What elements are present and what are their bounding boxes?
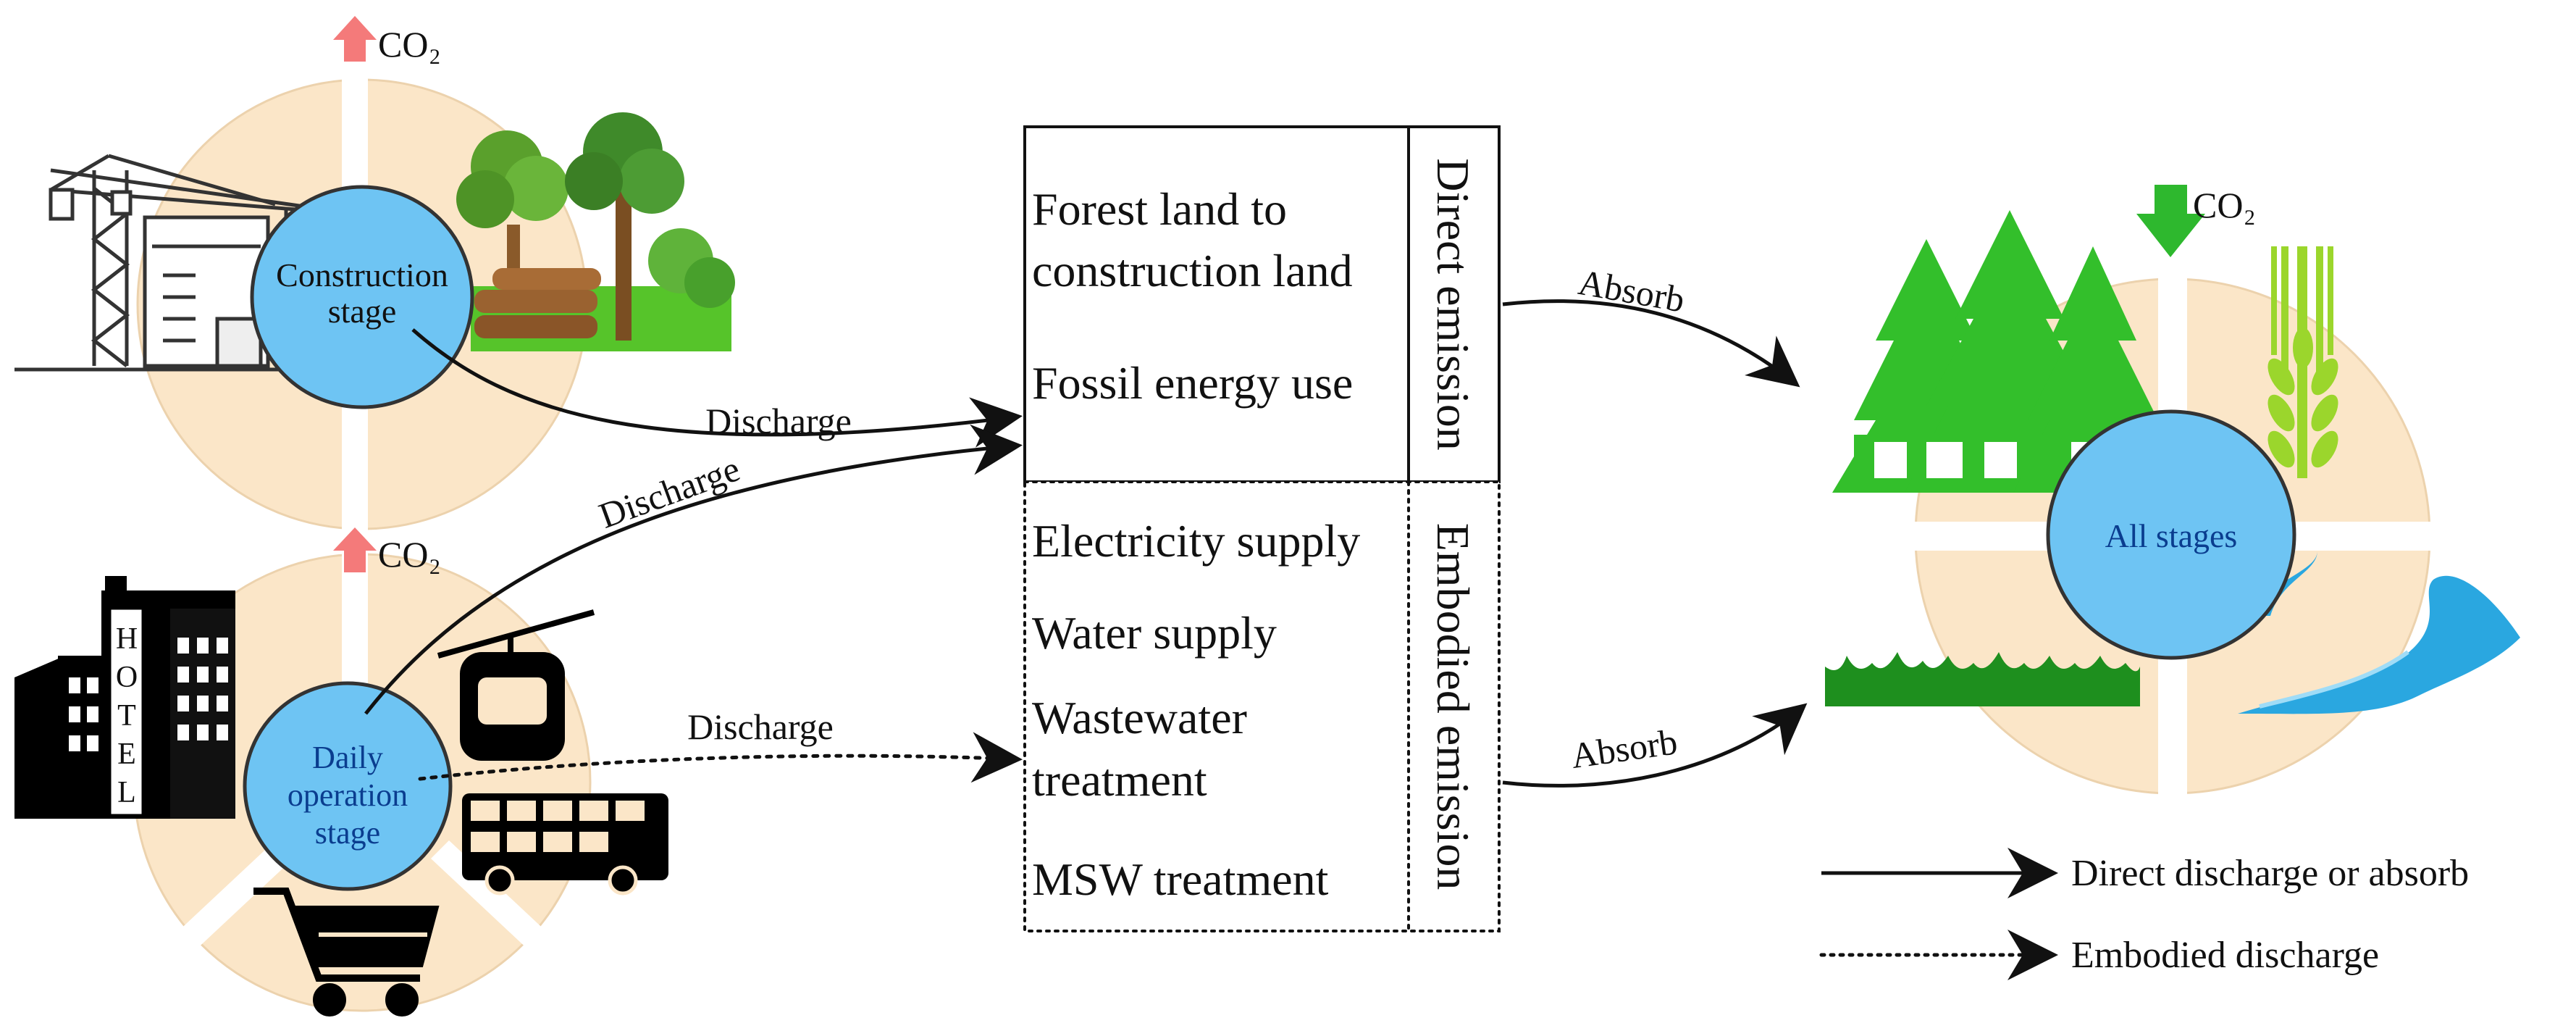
construction-stage-circle	[250, 185, 474, 409]
co2-up-arrow-icon	[333, 16, 377, 62]
hotel-letter-h: H	[116, 622, 138, 656]
bus-icon	[462, 793, 668, 896]
direct-item-1-line-1: Forest land to	[1032, 183, 1287, 235]
hotel-letter-t: T	[117, 699, 136, 732]
deforestation-icon	[456, 112, 735, 351]
construction-co2-label: CO₂	[378, 24, 441, 64]
legend-embodied-label: Embodied discharge	[2071, 935, 2379, 976]
direct-item-2: Fossil energy use	[1032, 357, 1353, 409]
embodied-emission-box: Electricity supply Water supply Wastewat…	[1023, 480, 1501, 932]
construction-stage-label-2: stage	[328, 293, 397, 330]
construction-discharge-arrow	[411, 328, 1023, 448]
co2-up-arrow-icon	[333, 527, 377, 572]
operation-co2-label: CO₂	[378, 534, 441, 575]
operation-stage-group: CO₂ H O T E L	[14, 527, 668, 1017]
absorb-label-2: Absorb	[1569, 721, 1680, 776]
all-stages-group: CO₂	[1825, 185, 2520, 801]
forest-icon	[1832, 210, 2173, 493]
all-stages-label: All stages	[2105, 517, 2238, 554]
operation-stage-label-1: Daily	[312, 740, 383, 775]
hotel-letter-o: O	[116, 661, 138, 694]
embodied-item-3-line-2: treatment	[1032, 754, 1207, 806]
shopping-cart-icon	[253, 888, 440, 1017]
operation-embodied-discharge-arrow	[418, 732, 1023, 783]
hotel-sign: H O T E L	[109, 607, 144, 817]
direct-absorb-arrow	[1502, 299, 1800, 388]
hotel-letter-e: E	[117, 738, 136, 771]
all-stages-co2-label: CO₂	[2193, 185, 2256, 225]
embodied-emission-side-label: Embodied emission	[1427, 523, 1479, 890]
construction-stage-group: CO₂	[14, 16, 735, 540]
hotel-letter-l: L	[117, 776, 136, 809]
operation-stage-label-3: stage	[315, 815, 380, 851]
co2-down-arrow-icon	[2136, 185, 2205, 257]
operation-stage-circle	[243, 681, 453, 891]
embodied-item-2: Water supply	[1032, 607, 1277, 659]
grass-icon	[1825, 652, 2140, 706]
all-stages-circle	[2046, 409, 2296, 660]
embodied-item-3-line-1: Wastewater	[1032, 692, 1247, 743]
embodied-absorb-arrow	[1502, 703, 1808, 788]
crane-building-icon	[14, 154, 377, 372]
direct-emission-box: Forest land to construction land Fossil …	[1023, 125, 1501, 483]
operation-stage-label-2: operation	[288, 777, 408, 813]
wheat-icon	[2267, 246, 2338, 478]
absorb-label-1: Absorb	[1576, 262, 1688, 320]
direct-emission-side-label: Direct emission	[1427, 158, 1479, 450]
discharge-label-2: Discharge	[594, 448, 745, 536]
cable-car-icon	[437, 609, 595, 761]
direct-item-1-line-2: construction land	[1032, 245, 1353, 296]
embodied-item-1: Electricity supply	[1032, 515, 1360, 567]
discharge-label-3: Discharge	[687, 706, 834, 747]
discharge-label-1: Discharge	[705, 401, 852, 441]
operation-direct-discharge-arrow	[364, 424, 1023, 715]
legend-direct-label: Direct discharge or absorb	[2071, 853, 2469, 894]
legend: Direct discharge or absorb Embodied disc…	[1819, 848, 2469, 980]
embodied-item-4: MSW treatment	[1032, 853, 1329, 905]
construction-stage-label-1: Construction	[276, 256, 448, 293]
building-windows	[69, 638, 228, 751]
flow-arrows	[364, 299, 1808, 788]
